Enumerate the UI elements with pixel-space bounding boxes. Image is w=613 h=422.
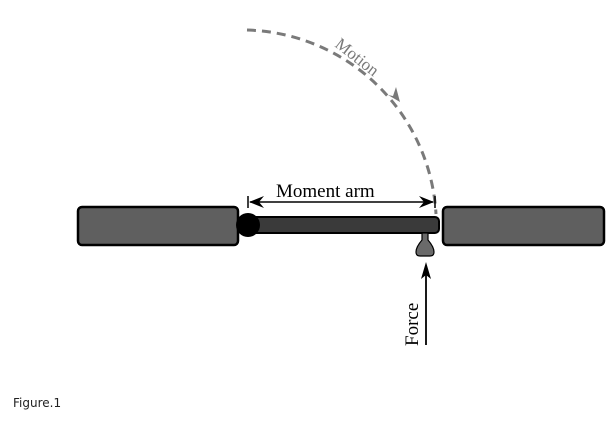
moment-arm-arrow [247,196,436,208]
motion-arrowhead-icon [388,87,400,102]
motion-arc [246,28,438,215]
left-wall-block [76,205,240,247]
hinge-pivot [236,213,260,237]
right-wall-block [441,205,606,247]
moment-arm-label: Moment arm [276,181,375,202]
figure-caption: Figure.1 [13,396,62,410]
force-label: Force [402,303,423,346]
door-bar [247,216,440,234]
door-handle [415,232,435,257]
force-arrow [421,262,431,345]
